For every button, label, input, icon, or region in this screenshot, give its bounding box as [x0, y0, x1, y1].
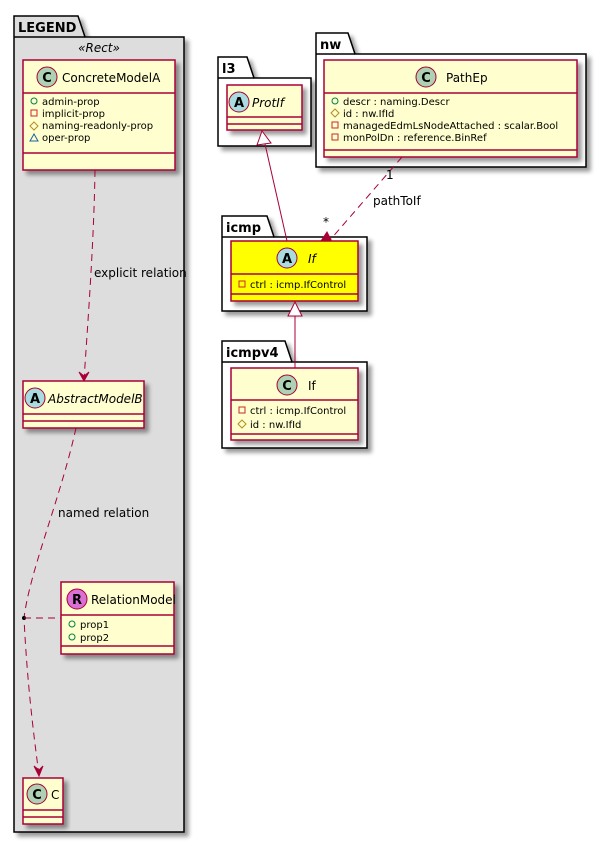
edge-label: pathToIf	[373, 194, 421, 208]
edge-line	[329, 156, 403, 241]
public-visibility-icon	[68, 633, 76, 641]
class-name: If	[308, 379, 317, 393]
class-spot-letter: C	[42, 71, 52, 86]
class-spot-icon	[415, 66, 437, 88]
class-attribute: admin-prop	[42, 97, 100, 108]
class-spot-icon	[36, 66, 58, 88]
class-name: ConcreteModelA	[62, 71, 161, 85]
target-multiplicity: *	[323, 215, 329, 229]
edge-line	[264, 143, 288, 242]
class-attribute: oper-prop	[42, 133, 90, 144]
class-spot-letter: R	[72, 593, 82, 608]
private-visibility-icon	[30, 109, 38, 117]
arrowhead-icon	[319, 231, 332, 242]
class-box	[22, 59, 176, 171]
package-l3-name: l3	[222, 62, 236, 77]
package-legend-name: LEGEND	[18, 21, 77, 36]
abstract-spot-icon	[228, 91, 250, 113]
class-box-highlighted	[230, 240, 359, 302]
class-spot-letter: C	[32, 788, 42, 803]
class-spot-letter: C	[282, 379, 292, 394]
edge-generalization-if-protif[interactable]	[256, 129, 288, 242]
edge-line	[83, 169, 96, 381]
class-abstract-model-b[interactable]: A AbstractModelB	[22, 380, 145, 429]
relation-spot-icon	[66, 588, 88, 610]
inheritance-arrowhead-icon	[287, 300, 303, 317]
class-attribute: naming-readonly-prop	[42, 121, 153, 132]
class-name: AbstractModelB	[47, 392, 143, 406]
inheritance-arrowhead-icon	[256, 129, 272, 146]
class-name: C	[51, 788, 59, 802]
abstract-spot-icon	[276, 247, 298, 269]
class-attribute: prop1	[80, 620, 109, 631]
class-attribute: id : nw.IfId	[250, 420, 301, 431]
package-nw-name: nw	[320, 38, 341, 53]
source-multiplicity: 1	[386, 168, 394, 182]
class-attribute: descr : naming.Descr	[343, 97, 450, 108]
edge-label: named relation	[58, 506, 149, 520]
class-pathep[interactable]: C PathEp descr : naming.Descr id : nw.If…	[323, 59, 578, 158]
protected-visibility-icon	[237, 419, 247, 429]
edge-generalization-icmpv4-icmp[interactable]	[287, 300, 303, 368]
class-attribute: ctrl : icmp.IfControl	[250, 280, 346, 291]
class-spot-icon	[26, 783, 48, 805]
class-relation-model[interactable]: R RelationModel prop1 prop2	[60, 581, 176, 655]
arrowhead-icon	[78, 371, 90, 383]
class-icmp-if[interactable]: A If ctrl : icmp.IfControl	[230, 240, 359, 302]
class-spot-letter: C	[421, 71, 431, 86]
class-box	[323, 59, 578, 158]
private-visibility-icon	[238, 280, 246, 288]
class-name: PathEp	[446, 71, 488, 85]
class-attribute: prop2	[80, 633, 109, 644]
edge-named-relation[interactable]: named relation	[22, 427, 149, 778]
class-attribute: managedEdmLsNodeAttached : scalar.Bool	[343, 121, 558, 132]
class-name: ProtIf	[252, 96, 286, 110]
public-visibility-icon	[68, 620, 76, 628]
class-protif[interactable]: A ProtIf	[226, 84, 303, 131]
class-spot-letter: A	[234, 96, 244, 111]
class-attribute: monPolDn : reference.BinRef	[343, 133, 487, 144]
private-visibility-icon	[238, 406, 246, 414]
class-attribute: implicit-prop	[42, 109, 105, 120]
class-c[interactable]: C C	[22, 777, 64, 825]
class-spot-icon	[276, 374, 298, 396]
protected-visibility-icon	[330, 108, 340, 118]
public-visibility-icon	[331, 97, 339, 105]
class-icmpv4-if[interactable]: C If ctrl : icmp.IfControl id : nw.IfId	[230, 367, 359, 441]
class-attribute: ctrl : icmp.IfControl	[250, 406, 346, 417]
public-visibility-icon	[30, 97, 38, 105]
protected-visibility-icon	[29, 121, 39, 131]
package-visibility-icon	[29, 132, 39, 142]
class-concrete-model-a[interactable]: C ConcreteModelA admin-prop implicit-pro…	[22, 59, 176, 171]
class-spot-letter: A	[30, 392, 40, 407]
class-name: RelationModel	[91, 593, 176, 607]
package-icmp-name: icmp	[226, 221, 261, 236]
edge-path-to-if[interactable]: 1 * pathToIf	[319, 156, 421, 242]
private-visibility-icon	[331, 121, 339, 129]
private-visibility-icon	[331, 133, 339, 141]
edge-label: explicit relation	[94, 266, 187, 280]
class-attribute: id : nw.IfId	[343, 109, 394, 120]
edge-explicit-relation[interactable]: explicit relation	[78, 169, 187, 383]
arrowhead-icon	[33, 765, 44, 778]
package-icmpv4-name: icmpv4	[226, 346, 279, 361]
abstract-spot-icon	[24, 387, 46, 409]
legend-stereotype: «Rect»	[78, 41, 120, 55]
class-spot-letter: A	[282, 252, 292, 267]
class-name: If	[308, 252, 318, 266]
